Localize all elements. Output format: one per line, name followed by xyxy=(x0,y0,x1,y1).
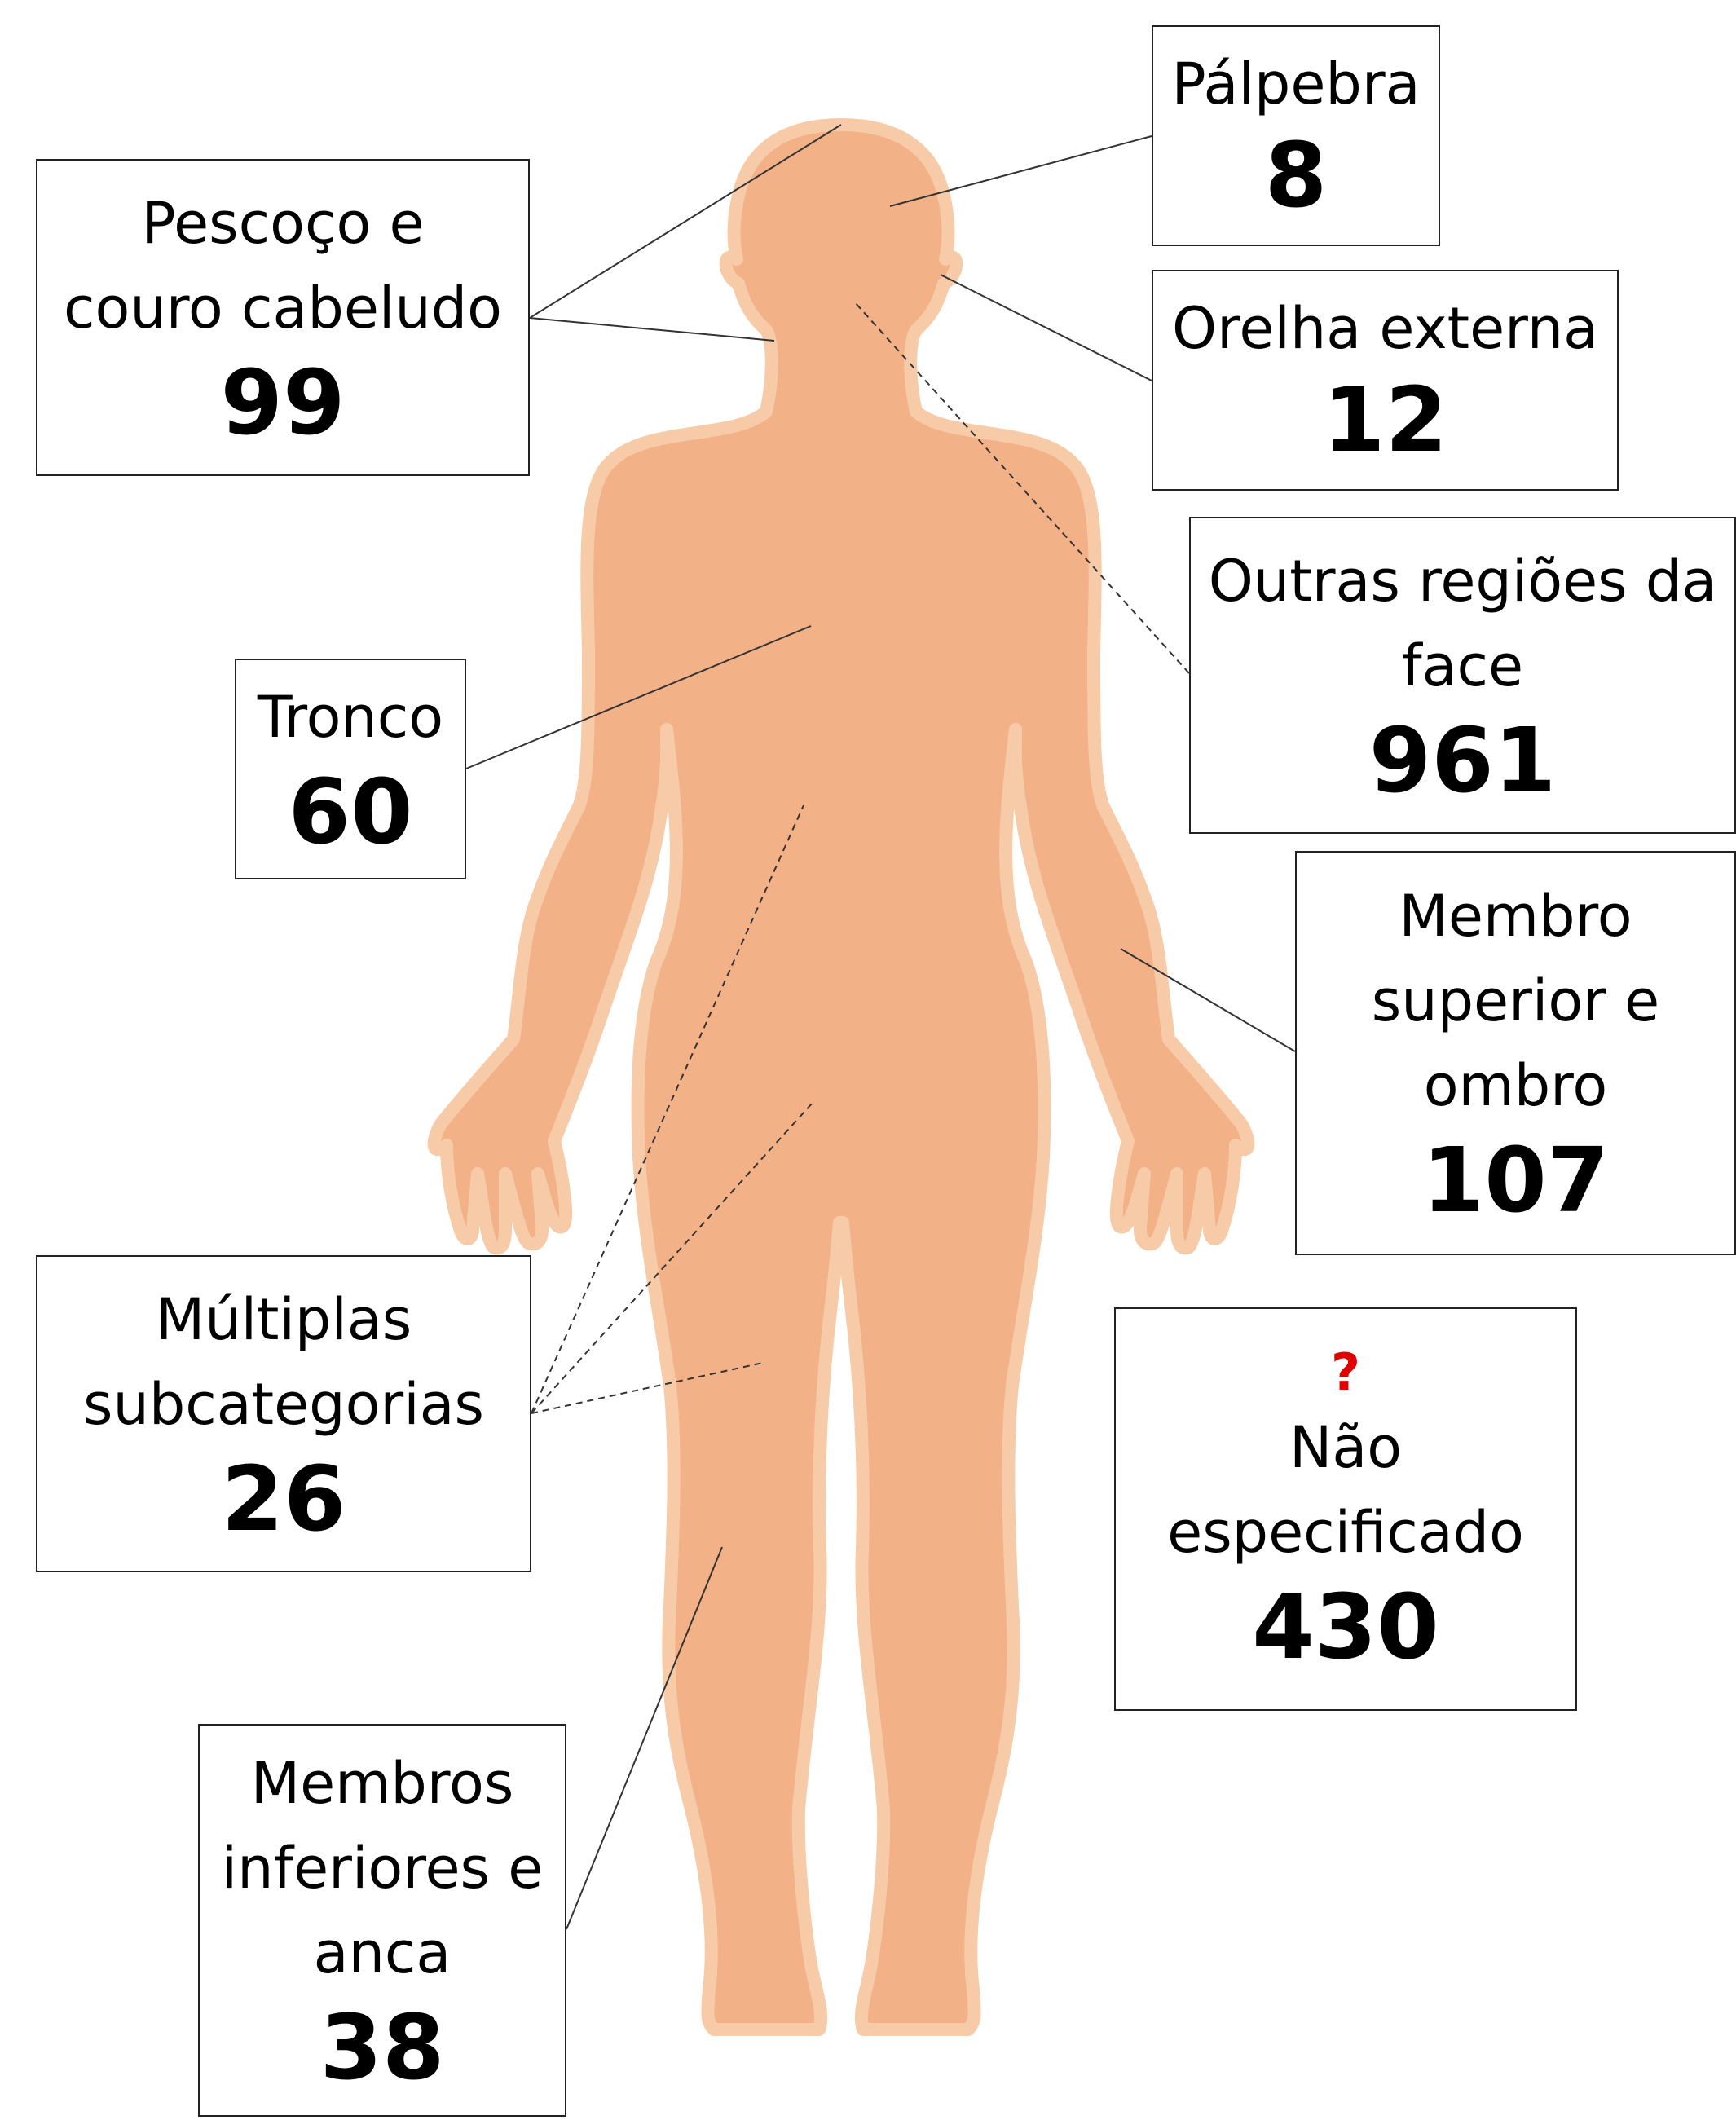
connector-membro-superior xyxy=(1120,948,1296,1052)
label-pescoco: Pescoço e couro cabeludo 99 xyxy=(36,159,530,476)
human-body-silhouette-icon xyxy=(427,118,1255,2036)
label-membro-superior-count: 107 xyxy=(1421,1128,1610,1232)
label-orelha-externa-count: 12 xyxy=(1322,367,1448,472)
label-outras-regioes-face-count: 961 xyxy=(1368,707,1557,813)
connector-pescoco-top xyxy=(529,124,842,319)
label-tronco-name: Tronco xyxy=(257,683,444,751)
label-membros-inferiores-name: Membros inferiores e anca xyxy=(221,1750,544,1986)
connector-orelha xyxy=(940,274,1152,381)
label-membros-inferiores-count: 38 xyxy=(319,1995,445,2100)
label-palpebra: Pálpebra 8 xyxy=(1152,25,1440,246)
connector-membros-inferiores xyxy=(566,1546,723,1930)
label-multiplas-subcategorias-name: Múltiplas subcategorias xyxy=(82,1285,485,1438)
connector-tronco xyxy=(465,625,812,769)
label-nao-especificado-name: Não especificado xyxy=(1167,1413,1524,1566)
label-outras-regioes-face: Outras regiões da face 961 xyxy=(1189,517,1736,834)
body-silhouette-shape xyxy=(427,118,1255,2036)
label-nao-especificado: ? Não especificado 430 xyxy=(1114,1307,1577,1711)
label-orelha-externa: Orelha externa 12 xyxy=(1152,270,1619,491)
connector-lines xyxy=(465,124,1296,1930)
label-membros-inferiores: Membros inferiores e anca 38 xyxy=(198,1724,566,2117)
connector-multiplas-hip xyxy=(531,1103,813,1414)
connector-pescoco-neck xyxy=(529,317,775,342)
connector-palpebra xyxy=(889,135,1152,207)
label-palpebra-count: 8 xyxy=(1264,122,1328,227)
label-membro-superior-name: Membro superior e ombro xyxy=(1371,883,1660,1119)
label-multiplas-subcategorias: Múltiplas subcategorias 26 xyxy=(36,1255,531,1572)
label-tronco-count: 60 xyxy=(288,759,413,864)
label-membro-superior: Membro superior e ombro 107 xyxy=(1295,851,1736,1255)
connector-multiplas-thigh xyxy=(531,1362,764,1414)
label-outras-regioes-face-name: Outras regiões da face xyxy=(1208,547,1717,699)
connector-outras-face xyxy=(853,301,1190,674)
label-orelha-externa-name: Orelha externa xyxy=(1172,294,1598,362)
label-palpebra-name: Pálpebra xyxy=(1171,50,1421,117)
label-multiplas-subcategorias-count: 26 xyxy=(221,1446,346,1551)
label-nao-especificado-count: 430 xyxy=(1252,1574,1439,1679)
question-mark-icon: ? xyxy=(1331,1342,1360,1402)
label-pescoco-count: 99 xyxy=(220,350,346,455)
label-pescoco-name: Pescoço e couro cabeludo xyxy=(64,189,502,342)
connector-multiplas-trunk xyxy=(531,804,804,1414)
label-tronco: Tronco 60 xyxy=(235,659,466,879)
